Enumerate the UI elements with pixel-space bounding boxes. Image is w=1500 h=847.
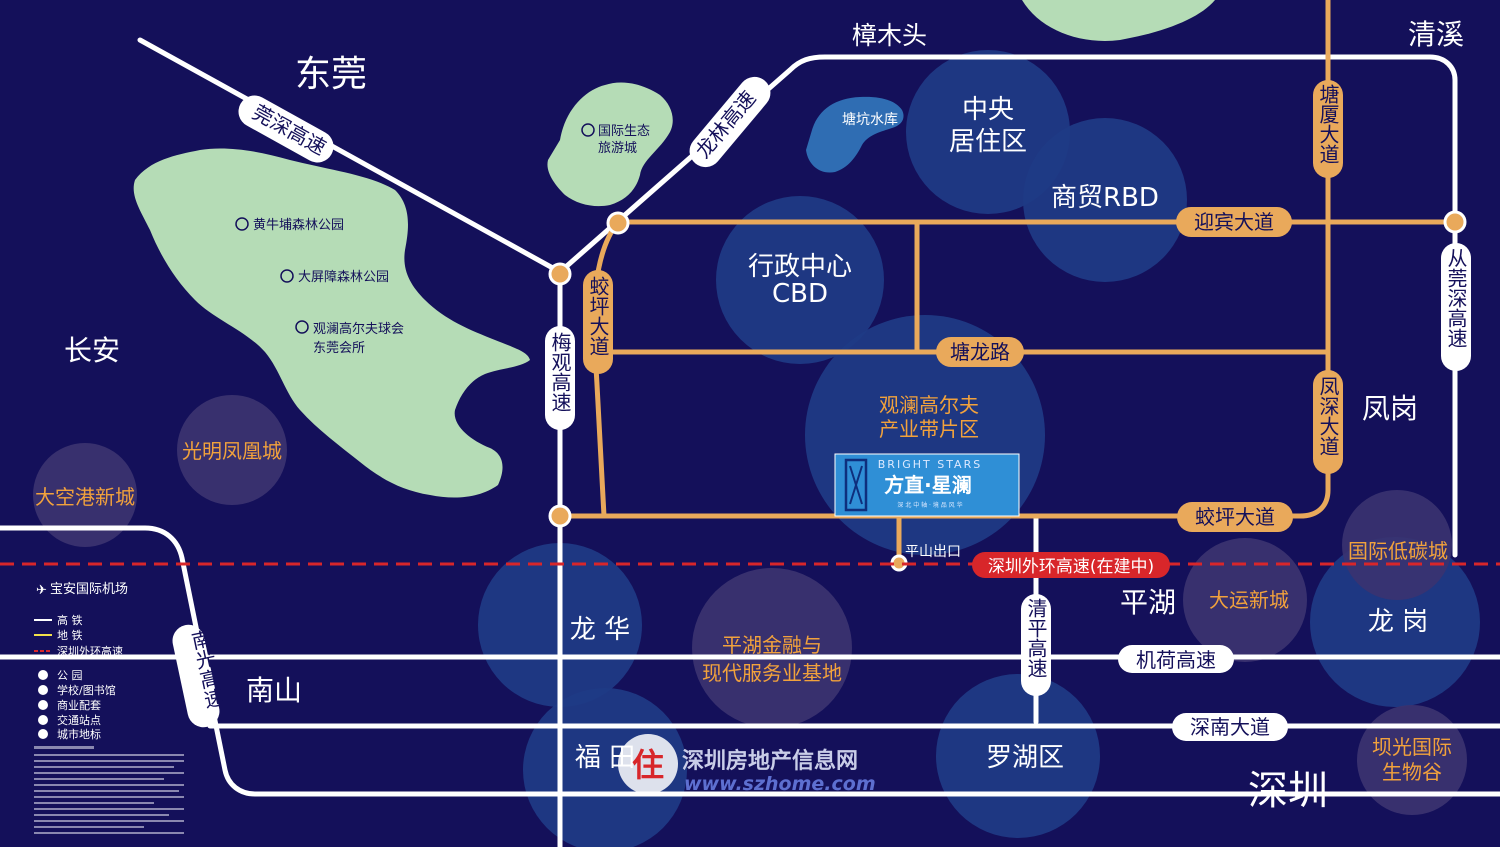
road-tanglong: 塘龙路: [950, 340, 1010, 364]
road-pingshan-exit: 平山出口: [905, 544, 961, 560]
district-dayun: 大运新城: [1209, 588, 1289, 612]
park-icon: [280, 269, 294, 283]
landmark-eco-l1: 国际生态: [598, 124, 650, 139]
district-central-residential-l2: 居住区: [949, 127, 1027, 157]
district-lowcarbon: 国际低碳城: [1348, 539, 1448, 563]
district-admin-l1: 行政中心: [748, 252, 852, 282]
district-pinghu-finance-l2: 现代服务业基地: [702, 661, 842, 685]
green-land: [133, 0, 1215, 498]
map-legend: ✈ 宝安国际机场 高 铁 地 铁 深圳外环高速 公 园 学校/图书馆 商业配套 …: [34, 582, 184, 834]
district-rbd: 商贸RBD: [1051, 183, 1159, 213]
district-luohu: 罗湖区: [986, 743, 1064, 773]
district-airport-city: 大空港新城: [35, 485, 135, 509]
park-icon: [581, 123, 595, 137]
legend-hsr: 高 铁: [57, 613, 83, 627]
road-shennan: 深南大道: [1190, 715, 1270, 739]
project-name-cn: 方直·星澜: [884, 473, 972, 497]
project-marker: [834, 453, 1020, 517]
region-fenggang: 凤岗: [1362, 392, 1418, 425]
landmark-dapingzhang: 大屏障森林公园: [298, 270, 389, 285]
legend-landmark: 城市地标: [57, 727, 101, 741]
road-congguanshen: 从莞深高速: [1444, 248, 1468, 348]
legend-park: 公 园: [57, 669, 83, 682]
project-name-en: BRIGHT STARS: [878, 458, 982, 471]
legend-outer-ring: 深圳外环高速: [57, 644, 123, 658]
district-longhua: 龙 华: [570, 615, 630, 645]
region-changan: 长安: [64, 334, 120, 367]
road-meiguan: 梅观高速: [548, 332, 572, 412]
region-pinghu: 平湖: [1120, 586, 1176, 619]
road-jiaoping-v: 蛟坪大道: [586, 276, 610, 356]
watermark-url: www.szhome.com: [684, 773, 876, 795]
legend-transit: 交通站点: [57, 713, 101, 727]
school-icon: [38, 685, 48, 695]
legend-airport: 宝安国际机场: [50, 582, 128, 597]
legend-commercial: 商业配套: [57, 698, 101, 712]
region-shenzhen: 深圳: [1248, 768, 1328, 814]
project-tagline: 深 北 中 轴 · 境 品 风 华: [897, 501, 962, 509]
golf-icon: [295, 320, 309, 334]
road-tangxia: 塘厦大道: [1316, 84, 1340, 164]
district-golf-l1: 观澜高尔夫: [879, 393, 979, 417]
landmark-eco-l2: 旅游城: [598, 141, 637, 156]
region-zhangmutou: 樟木头: [852, 21, 927, 50]
district-longgang: 龙 岗: [1368, 607, 1428, 637]
road-outer-ring: 深圳外环高速(在建中): [988, 557, 1154, 577]
landmark-huangniupu: 黄牛埔森林公园: [253, 218, 344, 233]
szhome-logo: [618, 734, 678, 794]
transit-icon: [38, 715, 48, 725]
landmark-golf-club-l2: 东莞会所: [313, 341, 365, 356]
district-bio-l1: 坝光国际: [1372, 735, 1452, 759]
landmark-golf-club-l1: 观澜高尔夫球会: [313, 321, 404, 337]
watermark: 住 深圳房地产信息网 www.szhome.com: [618, 734, 876, 795]
district-golf-l2: 产业带片区: [879, 417, 979, 441]
road-nodes: [548, 210, 1467, 572]
region-dongguan: 东莞: [295, 54, 367, 95]
road-yingbin: 迎宾大道: [1194, 210, 1274, 234]
region-nanshan: 南山: [246, 674, 302, 707]
szhome-logo-mark: 住: [632, 746, 664, 784]
shopping-icon: [38, 700, 48, 710]
airport-icon: ✈: [36, 583, 47, 598]
legend-metro: 地 铁: [57, 629, 83, 642]
road-qingping: 清平高速: [1024, 598, 1048, 678]
district-central-residential-l1: 中央: [962, 95, 1014, 125]
road-pills: [172, 76, 1471, 741]
landmark-reservoir: 塘坑水库: [842, 112, 898, 128]
district-admin-l2: CBD: [772, 279, 828, 309]
reservoir-water: [806, 96, 904, 173]
district-bio-l2: 生物谷: [1382, 760, 1442, 784]
park-icon: [235, 217, 249, 231]
road-jihe: 机荷高速: [1136, 648, 1216, 672]
district-pinghu-finance-l1: 平湖金融与: [722, 633, 822, 657]
district-guangming: 光明凤凰城: [182, 439, 282, 463]
watermark-site-name: 深圳房地产信息网: [682, 748, 858, 774]
legend-school: 学校/图书馆: [57, 683, 116, 697]
legend-fine-print: [34, 746, 184, 834]
landmark-icon: [38, 729, 48, 739]
park-icon: [38, 670, 48, 680]
road-jiaoping-h: 蛟坪大道: [1195, 505, 1275, 529]
road-fengshen: 凤深大道: [1316, 376, 1340, 456]
region-qingxi: 清溪: [1408, 18, 1464, 51]
